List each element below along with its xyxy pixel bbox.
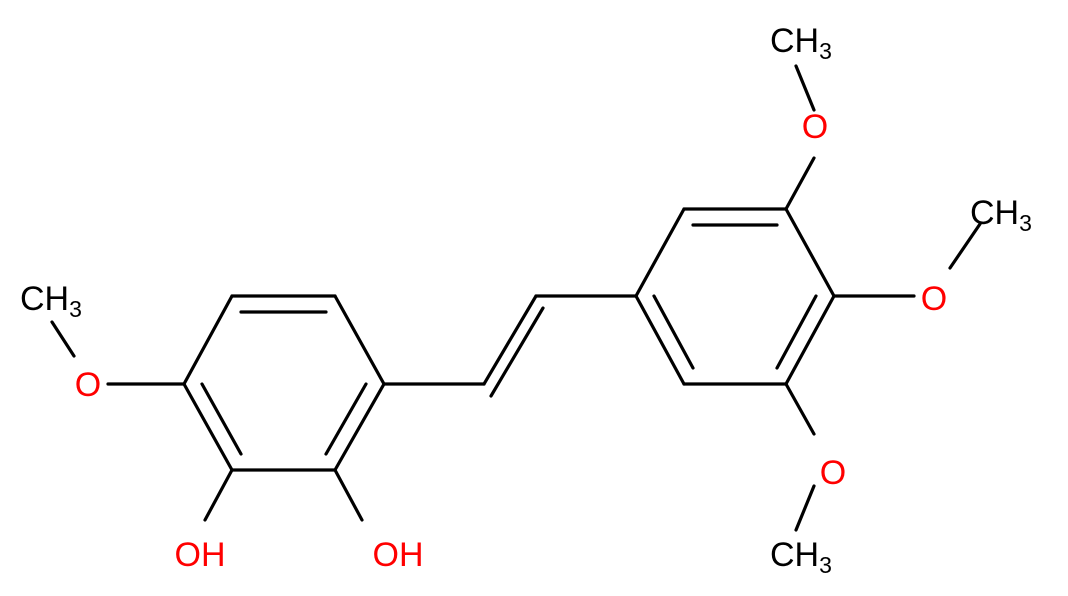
vinyl-bridge (382, 294, 638, 398)
right-ring (634, 207, 836, 386)
bond (489, 306, 545, 398)
bond (794, 64, 816, 112)
oxygen-label-top: O (802, 108, 828, 146)
left-ring (182, 294, 386, 472)
bond (652, 294, 695, 370)
bond (333, 468, 364, 522)
oxygen-label-left: O (75, 366, 101, 404)
bond (203, 468, 234, 522)
bond (182, 294, 234, 386)
substituent-bonds (50, 64, 982, 532)
oxygen-label-right: O (921, 280, 947, 318)
methyl-label-bottom: CH3 (770, 536, 832, 578)
oxygen-label-bottom: O (820, 454, 846, 492)
methyl-label-top: CH3 (770, 22, 832, 64)
bond (50, 320, 76, 358)
hydroxyl-label-2: OH (373, 536, 424, 574)
bond (324, 382, 368, 456)
bond (333, 382, 386, 472)
atom-labels: CH3 O CH3 O O CH3 CH3 O OH OH (20, 22, 1032, 578)
bond (784, 207, 836, 298)
methyl-label-left: CH3 (20, 280, 82, 322)
bond (784, 382, 816, 436)
bond (482, 294, 538, 386)
bond (775, 294, 818, 370)
bond (948, 222, 982, 270)
bond (784, 294, 836, 386)
bond (784, 156, 816, 211)
bond (634, 294, 686, 386)
hydroxyl-label-1: OH (175, 536, 226, 574)
bond (182, 382, 234, 472)
bond (333, 294, 386, 386)
bond (794, 484, 816, 532)
bond (634, 207, 686, 298)
bond (200, 382, 243, 456)
methyl-label-right: CH3 (970, 194, 1032, 236)
